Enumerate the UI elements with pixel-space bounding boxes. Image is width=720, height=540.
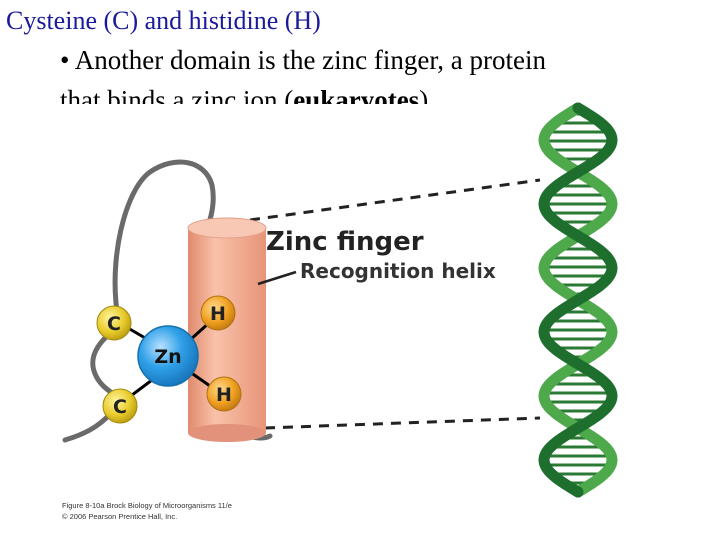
guide-line-bottom	[264, 416, 541, 430]
figure-credit-line-1: Figure 8-10a Brock Biology of Microorgan…	[62, 501, 232, 510]
protein-loop-bottom	[62, 409, 115, 443]
recognition-helix-label: Recognition helix	[300, 259, 496, 283]
bullet-line-2-post: ).	[419, 85, 435, 104]
figure-credit: Figure 8-10a Brock Biology of Microorgan…	[62, 500, 232, 522]
zinc-ion	[137, 325, 199, 387]
histidine-top-label: H	[210, 303, 226, 325]
cysteine-bottom-label: C	[113, 396, 127, 418]
histidine-bottom-label: H	[216, 384, 232, 406]
cysteine-top	[96, 305, 132, 341]
histidine-bottom	[206, 376, 242, 412]
slide-title: Cysteine (C) and histidine (H)	[6, 6, 321, 35]
zinc-ion-label: Zn	[154, 346, 181, 368]
bullet-marker: •	[60, 45, 70, 75]
dna-double-helix	[538, 102, 618, 498]
helix-pointer-line	[257, 270, 297, 286]
dna-strand-front	[538, 102, 618, 498]
bullet-line-2-bold: eukaryotes	[293, 85, 420, 104]
bond-h-bottom	[189, 370, 211, 388]
bullet-line-1: Another domain is the zinc finger, a pro…	[74, 45, 546, 75]
bullet-line-2-pre: that binds a zinc ion (	[60, 85, 294, 104]
guide-line-top	[249, 178, 541, 222]
bullet-text: • Another domain is the zinc finger, a p…	[60, 40, 660, 104]
protein-loop-top	[112, 159, 216, 321]
figure-credit-line-2: © 2006 Pearson Prentice Hall, Inc.	[62, 512, 178, 521]
zinc-finger-heading: Zinc finger	[266, 227, 424, 257]
cysteine-bottom	[102, 388, 138, 424]
cysteine-top-label: C	[107, 313, 121, 335]
histidine-top	[200, 295, 236, 331]
